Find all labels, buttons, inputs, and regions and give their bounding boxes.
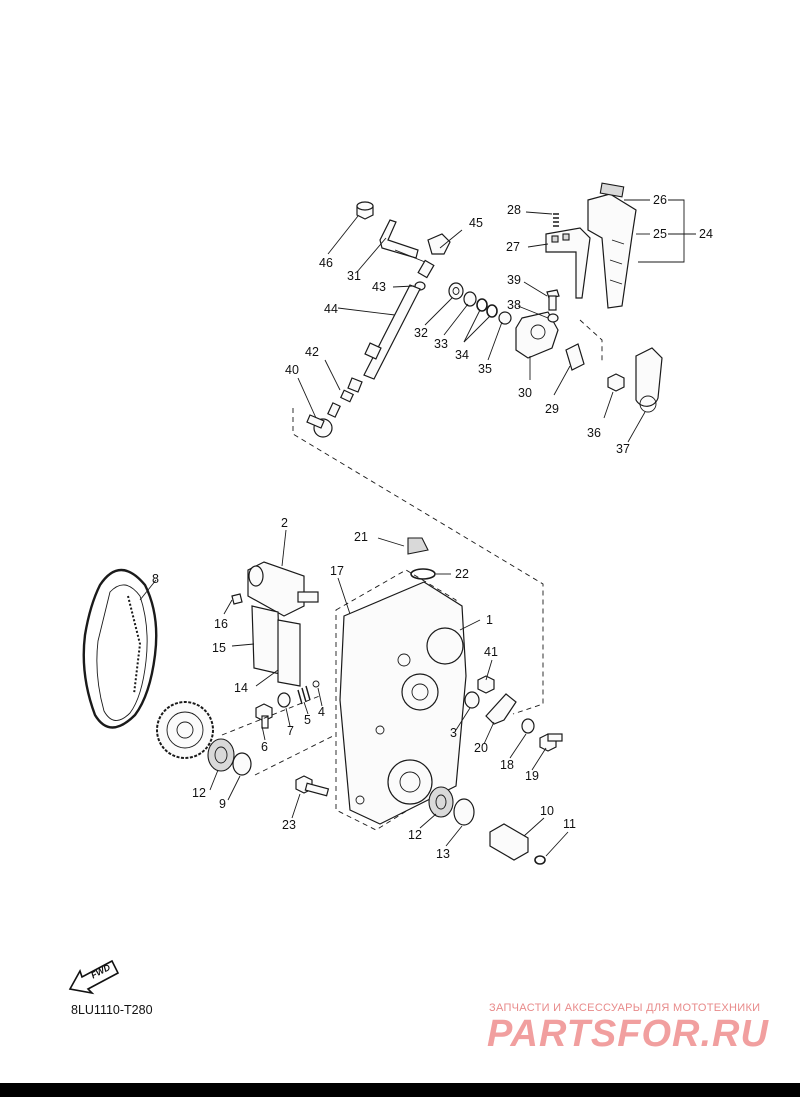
callout-3: 3: [450, 726, 457, 740]
callout-26: 26: [653, 193, 667, 207]
callout-43: 43: [372, 280, 386, 294]
callout-34: 34: [455, 348, 469, 362]
callout-36: 36: [587, 426, 601, 440]
callout-46: 46: [319, 256, 333, 270]
callout-12b: 12: [408, 828, 422, 842]
callout-37: 37: [616, 442, 630, 456]
callout-5: 5: [304, 713, 311, 727]
callout-38: 38: [507, 298, 521, 312]
callout-33: 33: [434, 337, 448, 351]
callout-19: 19: [525, 769, 539, 783]
callout-18: 18: [500, 758, 514, 772]
watermark-tagline: ЗАПЧАСТИ И АКСЕССУАРЫ ДЛЯ МОТОТЕХНИКИ: [489, 1002, 761, 1014]
callout-labels: 1 2 3 4 5 6 7 8 9 10 11 12 12 13 14 15 1…: [152, 193, 713, 861]
callout-29: 29: [545, 402, 559, 416]
callout-9: 9: [219, 797, 226, 811]
shift-linkage-assembly: [292, 182, 663, 715]
callout-41: 41: [484, 645, 498, 659]
callout-45: 45: [469, 216, 483, 230]
callout-39: 39: [507, 273, 521, 287]
callout-2: 2: [281, 516, 288, 530]
diagram-reference-code: 8LU1110-T280: [71, 1003, 153, 1017]
callout-44: 44: [324, 302, 338, 316]
callout-22: 22: [455, 567, 469, 581]
callout-23: 23: [282, 818, 296, 832]
callout-10: 10: [540, 804, 554, 818]
callout-28: 28: [507, 203, 521, 217]
callout-12: 12: [192, 786, 206, 800]
watermark-brand-logo: PARTSFOR.RU: [487, 1013, 769, 1055]
callout-21: 21: [354, 530, 368, 544]
gearcase-assembly: [82, 537, 563, 865]
callout-13: 13: [436, 847, 450, 861]
callout-32: 32: [414, 326, 428, 340]
callout-27: 27: [506, 240, 520, 254]
callout-42: 42: [305, 345, 319, 359]
callout-14: 14: [234, 681, 248, 695]
callout-30: 30: [518, 386, 532, 400]
callout-4: 4: [318, 705, 325, 719]
callout-7: 7: [287, 724, 294, 738]
callout-6: 6: [261, 740, 268, 754]
callout-40: 40: [285, 363, 299, 377]
fwd-arrow-icon: FWD: [68, 959, 120, 995]
callout-25: 25: [653, 227, 667, 241]
callout-31: 31: [347, 269, 361, 283]
callout-35: 35: [478, 362, 492, 376]
callout-20: 20: [474, 741, 488, 755]
callout-15: 15: [212, 641, 226, 655]
bottom-bar: [0, 1083, 800, 1097]
callout-11: 11: [563, 817, 576, 831]
callout-16: 16: [214, 617, 228, 631]
leader-lines: [139, 199, 696, 857]
callout-24: 24: [699, 227, 713, 241]
callout-1: 1: [486, 613, 493, 627]
callout-8: 8: [152, 572, 159, 586]
callout-17: 17: [330, 564, 344, 578]
